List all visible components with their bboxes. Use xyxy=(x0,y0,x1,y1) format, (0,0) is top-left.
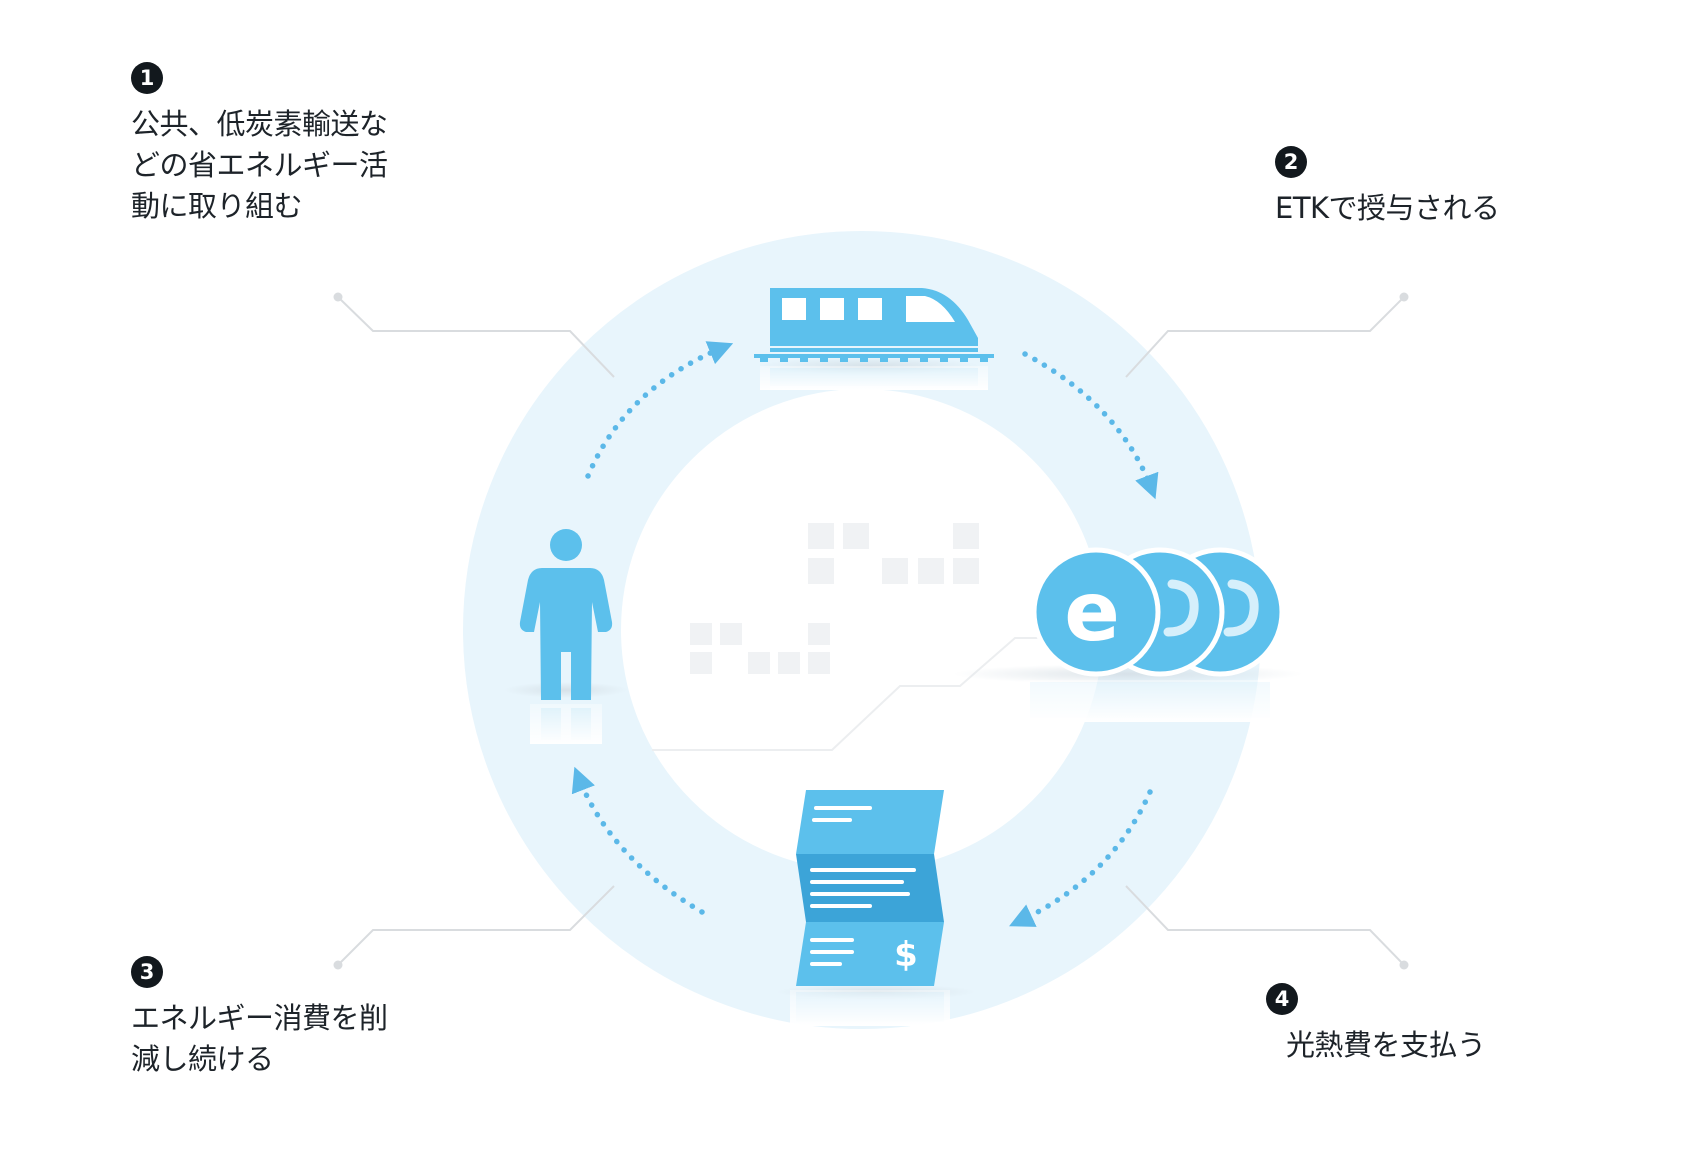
step-2-text: ETKで授与される xyxy=(1275,188,1500,229)
connector-step-1 xyxy=(337,296,615,378)
bill-currency: $ xyxy=(894,935,918,975)
connector-lines xyxy=(337,296,1405,966)
decorative-center-line xyxy=(652,637,1078,751)
step-2-text-line-1: ETKで授与される xyxy=(1275,191,1500,225)
train-icon xyxy=(754,288,994,390)
step-2-number-badge: 2 xyxy=(1275,146,1307,178)
step-1-text: 公共、低炭素輸送な どの省エネルギー活 動に取り組む xyxy=(131,104,388,227)
arrow-person-to-train xyxy=(585,341,734,479)
step-4-number-badge: 4 xyxy=(1266,983,1298,1015)
step-3-text-line-2: 減し続ける xyxy=(131,1042,274,1076)
person-icon xyxy=(504,529,628,744)
step-2-label: 2 ETKで授与される xyxy=(1275,146,1500,229)
step-4-text-line-1: 光熱費を支払う xyxy=(1286,1028,1486,1062)
step-1-text-line-1: 公共、低炭素輸送な xyxy=(131,107,388,141)
coin-letter: e xyxy=(1064,565,1120,660)
step-3-text-line-1: エネルギー消費を削 xyxy=(131,1001,388,1035)
step-3-number-badge: 3 xyxy=(131,956,163,988)
step-4-text: 光熱費を支払う xyxy=(1286,1025,1486,1066)
arrow-bill-to-person xyxy=(571,766,705,915)
arrow-train-to-coins xyxy=(1022,351,1159,500)
step-3-text: エネルギー消費を削 減し続ける xyxy=(131,998,388,1080)
connector-step-2 xyxy=(1125,296,1405,378)
step-1-text-line-3: 動に取り組む xyxy=(131,189,303,223)
step-1-label: 1 公共、低炭素輸送な どの省エネルギー活 動に取り組む xyxy=(131,62,388,227)
connector-step-4 xyxy=(1125,885,1405,966)
step-1-text-line-2: どの省エネルギー活 xyxy=(131,148,388,182)
decorative-pixel-pattern xyxy=(690,523,979,674)
bill-icon: $ xyxy=(776,790,976,1026)
connector-step-3 xyxy=(337,885,615,966)
step-3-label: 3 エネルギー消費を削 減し続ける xyxy=(131,956,388,1080)
coin-stack-icon: e xyxy=(953,547,1303,722)
arrow-coins-to-bill xyxy=(1009,789,1153,927)
step-4-label: 4 光熱費を支払う xyxy=(1266,983,1486,1066)
connector-end-dots xyxy=(333,292,1409,970)
step-1-number-badge: 1 xyxy=(131,62,163,94)
